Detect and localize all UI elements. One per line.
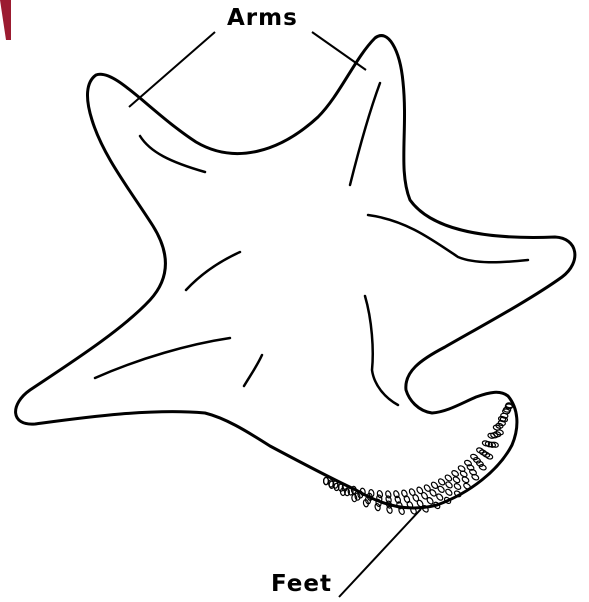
tube-foot xyxy=(435,493,443,502)
feet-label: Feet xyxy=(271,573,332,596)
tube-foot xyxy=(437,485,446,493)
arms-leader-left xyxy=(129,32,215,107)
tube-foot xyxy=(476,460,485,467)
ridge-lower-left xyxy=(95,338,230,378)
tube-feet xyxy=(324,403,514,516)
tube-foot xyxy=(412,494,420,503)
tube-foot xyxy=(437,478,446,486)
ridge-right-arm xyxy=(368,215,528,262)
feet-leader xyxy=(339,509,421,597)
ridge-center-low xyxy=(244,355,262,386)
tube-foot xyxy=(453,482,462,490)
tube-foot xyxy=(452,476,461,484)
ridge-top-arm xyxy=(350,83,380,185)
tube-foot xyxy=(324,477,329,484)
tube-foot xyxy=(444,474,453,482)
tube-foot xyxy=(461,476,470,484)
tube-foot xyxy=(478,464,487,471)
tube-foot xyxy=(500,416,508,422)
corner-mark xyxy=(0,0,11,40)
tube-foot xyxy=(463,482,472,490)
ridge-center xyxy=(186,252,240,290)
tube-foot xyxy=(471,473,480,481)
tube-foot xyxy=(426,496,434,505)
ridge-lower-right xyxy=(365,296,398,405)
tube-foot xyxy=(351,494,357,502)
tube-foot xyxy=(408,488,416,497)
tube-foot xyxy=(445,488,454,496)
corner-mark-shape xyxy=(0,0,11,40)
arms-label: Arms xyxy=(227,7,298,30)
tube-foot xyxy=(374,503,381,511)
tube-foot xyxy=(445,481,454,489)
starfish-outline xyxy=(16,36,575,508)
tube-foot xyxy=(377,490,384,498)
arms-leader-right xyxy=(312,32,366,70)
